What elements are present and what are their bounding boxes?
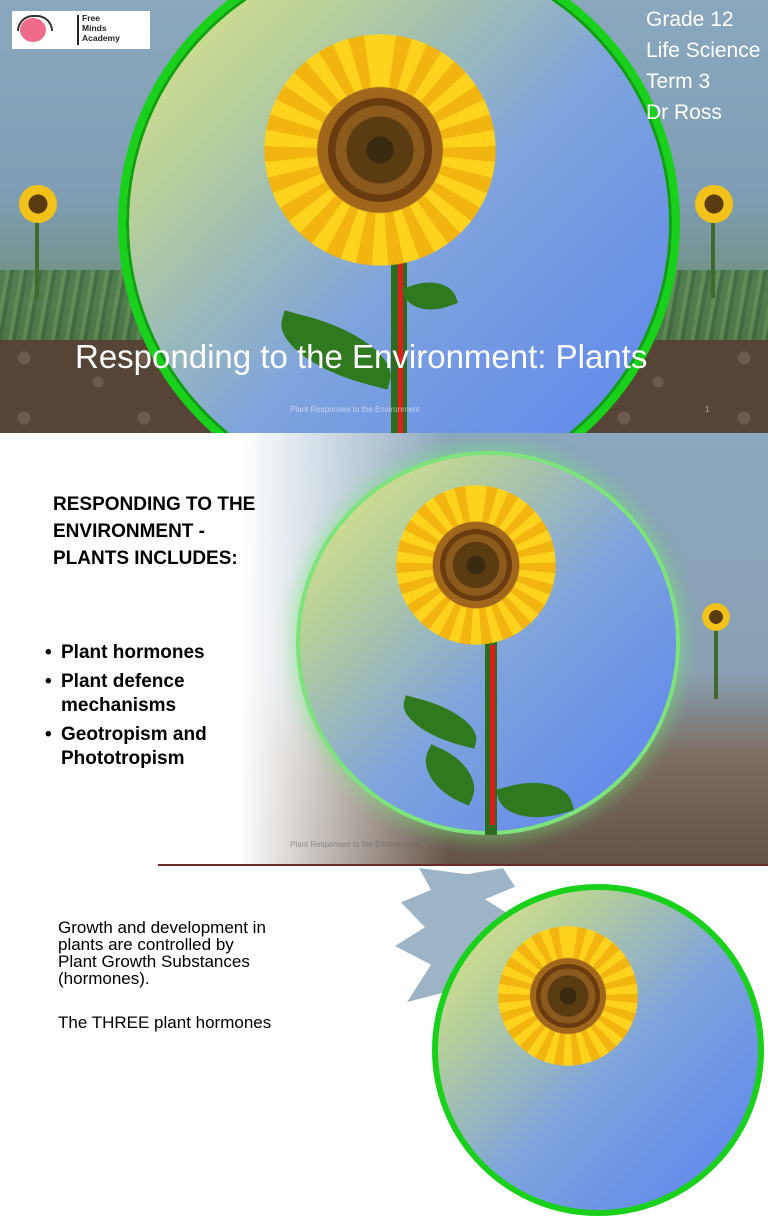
sunflower-circle [118,0,680,433]
slide-footer-caption: Plant Responses to the Environment [290,405,420,414]
headphones-mascot-icon [17,15,53,42]
slide-number: 1 [705,405,710,414]
slide-1-title: Free Minds Academy Grade 12 Life Science… [0,0,768,433]
course-meta: Grade 12 Life Science Term 3 Dr Ross [646,4,760,128]
teacher-label: Dr Ross [646,101,722,124]
topics-list: Plant hormones Plant defence mechanisms … [45,641,285,776]
term-label: Term 3 [646,70,711,93]
slide-number: 2 [706,840,711,849]
slide-title: Responding to the Environment: Plants [75,338,648,375]
free-minds-academy-logo[interactable]: Free Minds Academy [12,11,150,49]
subject-label: Life Science [646,39,761,62]
list-item: Plant defence mechanisms [45,670,285,718]
growth-paragraph: Growth and development in plants are con… [58,918,266,988]
overview-heading: RESPONDING TO THE ENVIRONMENT - PLANTS I… [53,494,256,569]
sunflower-circle [296,451,680,835]
slide-footer-caption: Plant Responses to the Environment [290,840,420,849]
slide-divider [158,864,768,866]
sunflower-circle [432,884,764,1216]
grade-label: Grade 12 [646,8,734,31]
list-item: Geotropism and Phototropism [45,723,285,771]
hormones-paragraph: The THREE plant hormones [58,1013,272,1032]
list-item: Plant hormones [45,641,285,665]
logo-text: Free Minds Academy [82,13,120,43]
